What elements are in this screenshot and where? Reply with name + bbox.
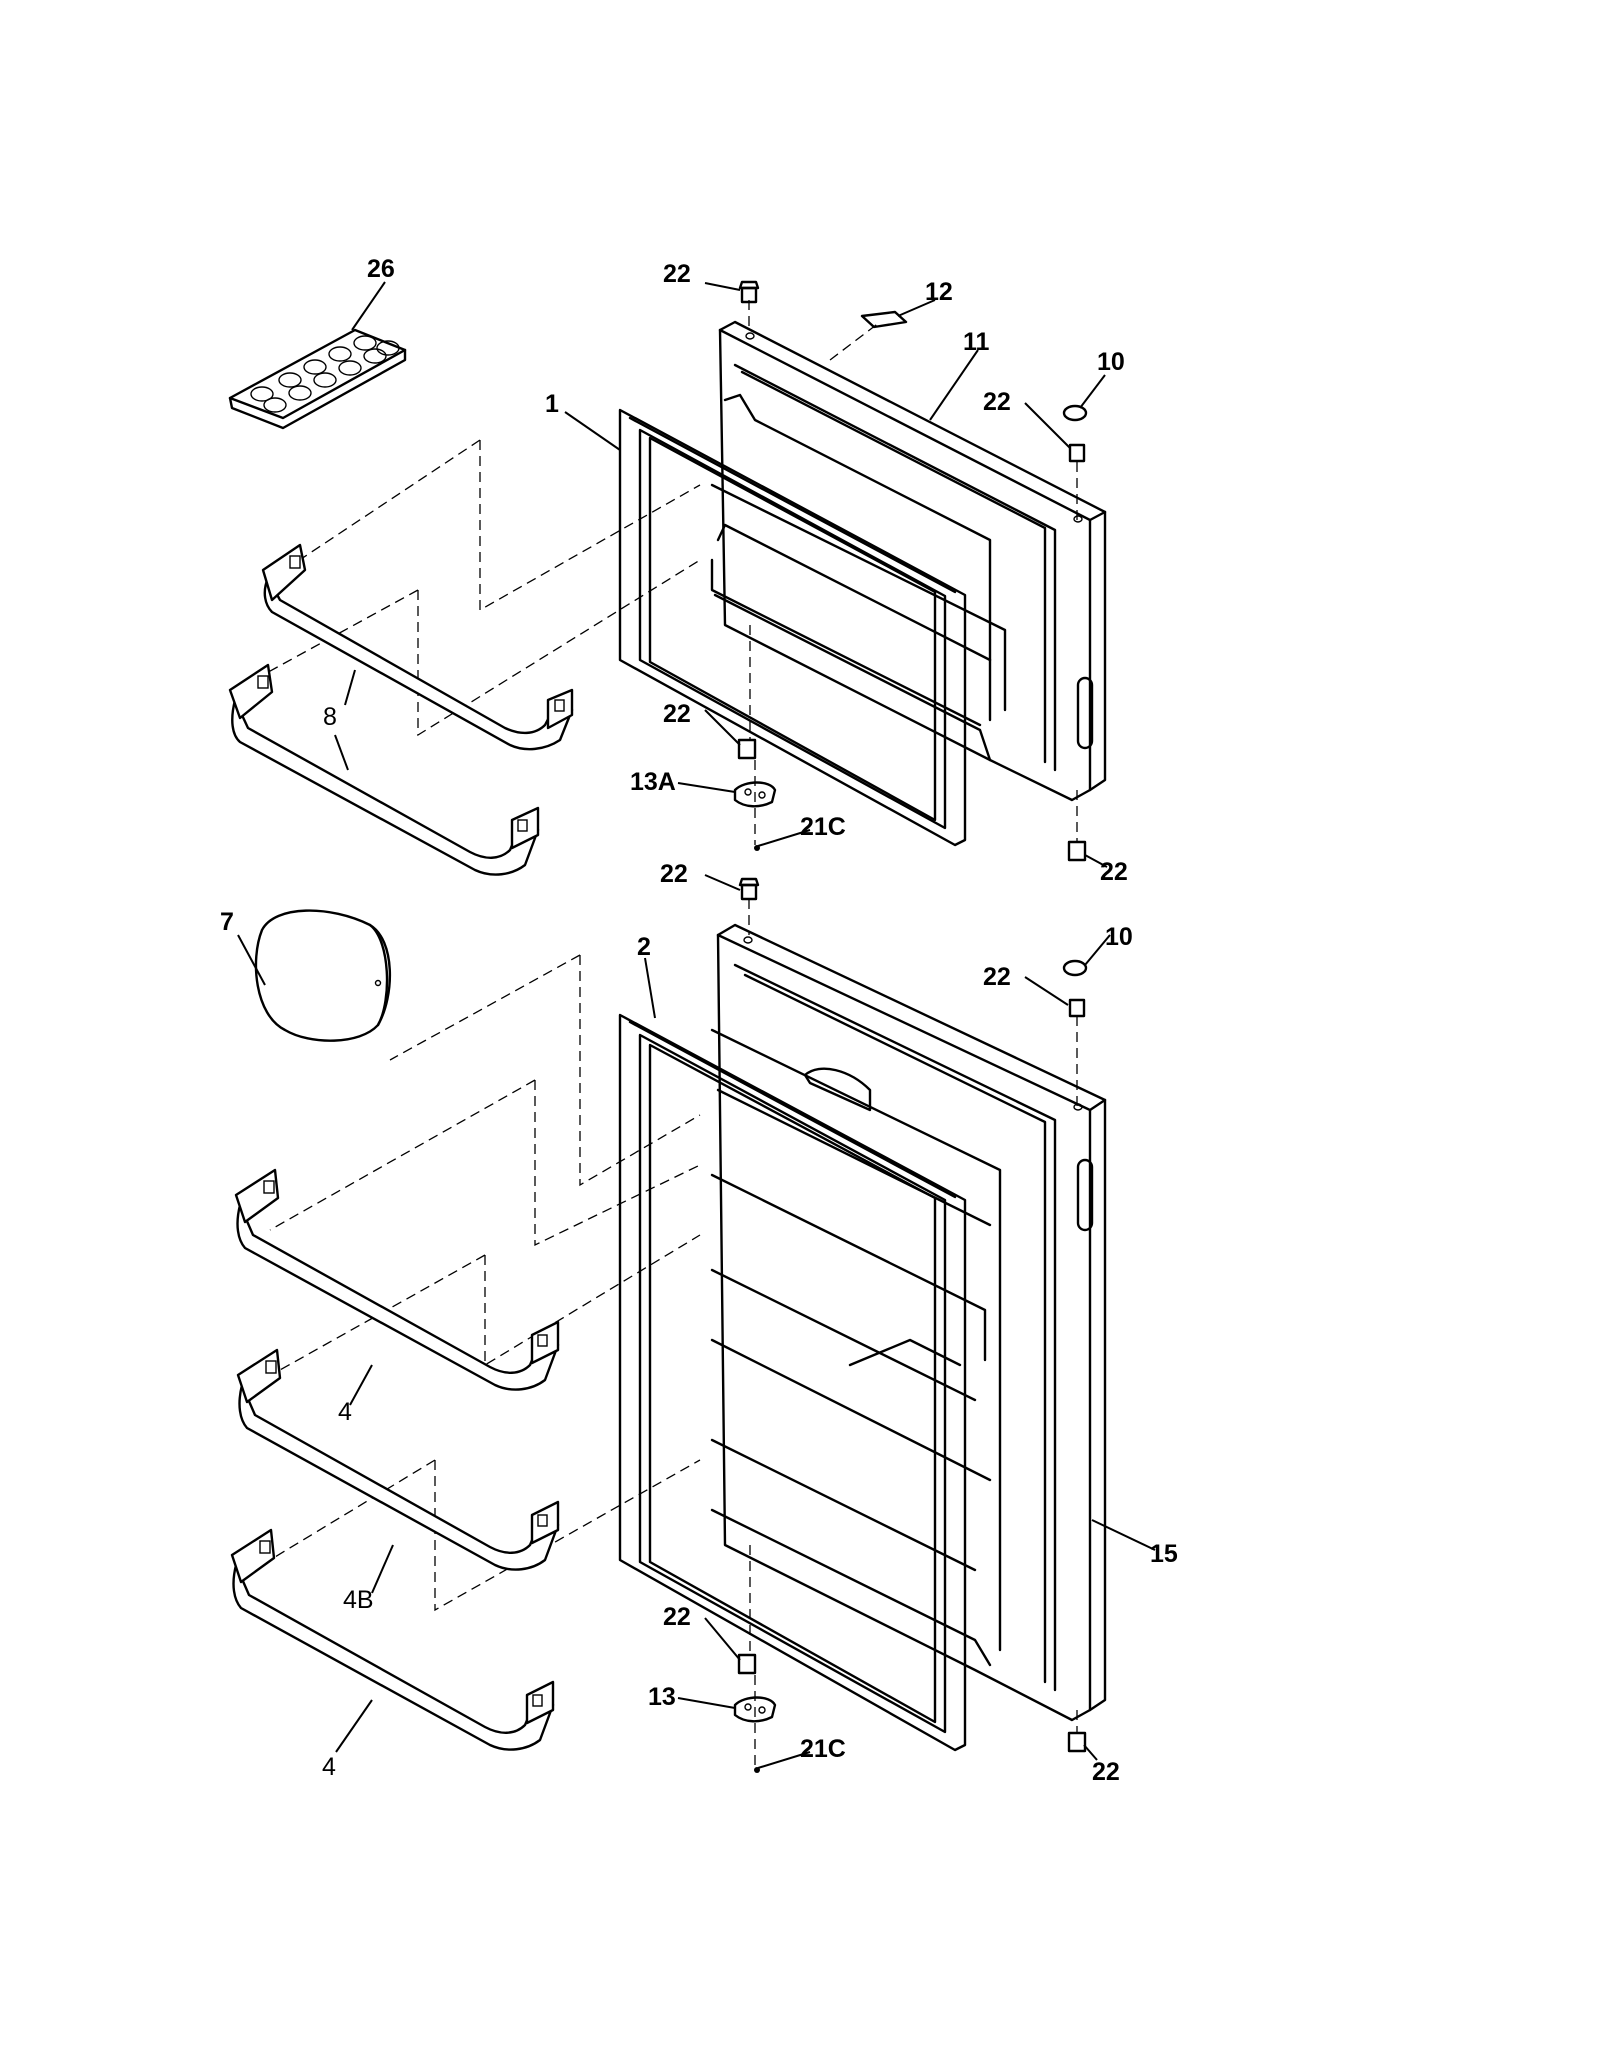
callout-10-top: 10	[1097, 348, 1125, 376]
callout-13A: 13A	[630, 768, 676, 796]
callout-2: 2	[637, 933, 651, 961]
callout-8: 8	[323, 703, 337, 731]
leader-lines	[237, 281, 1156, 1769]
callout-4-upper: 4	[338, 1398, 352, 1426]
fresh-food-assembly-lines	[269, 899, 1078, 1770]
callout-22-top-right: 22	[983, 388, 1011, 416]
freezer-assembly-lines	[229, 300, 1078, 845]
freezer-gasket	[618, 408, 967, 847]
callout-4B: 4B	[343, 1586, 374, 1614]
freezer-door-shelf-lower	[228, 663, 540, 876]
freezer-door-shelf-upper	[261, 543, 574, 751]
callout-12: 12	[925, 278, 953, 306]
callout-4-lower: 4	[322, 1753, 336, 1781]
egg-tray	[228, 328, 407, 430]
callout-22-top-bottom-right: 22	[1100, 858, 1128, 886]
callout-21C-top: 21C	[800, 813, 846, 841]
callout-22-mid-hinge: 22	[663, 700, 691, 728]
callout-1: 1	[545, 390, 559, 418]
fresh-food-hinge-parts	[733, 877, 1088, 1773]
callout-22-bottom-hinge: 22	[663, 1603, 691, 1631]
callout-13: 13	[648, 1683, 676, 1711]
callout-7: 7	[220, 908, 234, 936]
callout-11: 11	[963, 328, 990, 356]
callout-15: 15	[1150, 1540, 1178, 1568]
dairy-door-cover	[254, 909, 392, 1042]
callout-22-top-hinge: 22	[663, 260, 691, 288]
callout-26: 26	[367, 255, 395, 283]
fresh-food-door-shelf-middle	[236, 1348, 560, 1571]
callout-21C-bottom: 21C	[800, 1735, 846, 1763]
callout-10-bottom: 10	[1105, 923, 1133, 951]
callout-labels: 26 22 12 11 10 22 1 8 22 13A 21C 22 22 7…	[220, 255, 1178, 1786]
fresh-food-door-shelf-lower	[230, 1528, 555, 1751]
fresh-food-door-outer-panel	[710, 923, 1107, 1722]
fresh-food-door-shelf-upper	[234, 1168, 560, 1391]
callout-22-bottom-right: 22	[1092, 1758, 1120, 1786]
fresh-food-gasket	[618, 1013, 967, 1752]
callout-22-lower-hinge: 22	[660, 860, 688, 888]
callout-22-lower-right: 22	[983, 963, 1011, 991]
